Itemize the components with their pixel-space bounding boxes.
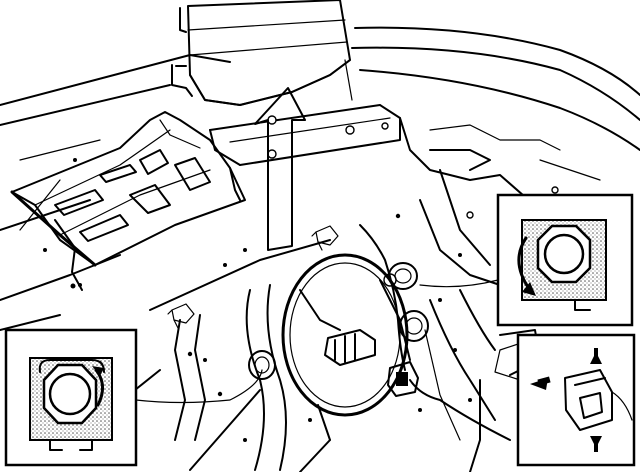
bolt-hole [466, 211, 474, 219]
bolt-hole [267, 115, 277, 125]
wiring-harness [359, 224, 511, 441]
bolt-hole [267, 149, 277, 159]
removal-arrow [254, 87, 306, 251]
connector-detail [516, 333, 636, 467]
nut-marker-left [167, 303, 195, 329]
seat-cushion [10, 111, 246, 291]
panel-holes [43, 115, 472, 442]
bolt-hole [551, 186, 559, 194]
wiring-connector [387, 361, 419, 397]
access-cover [281, 253, 411, 441]
bolt-hole [345, 125, 355, 135]
seatback [171, 0, 353, 106]
nut-detail-right [419, 193, 634, 327]
grommets [248, 262, 429, 380]
floor-panel [0, 26, 640, 472]
nut-marker-top [311, 225, 339, 251]
cross-member [209, 104, 401, 166]
nut-detail [4, 328, 263, 467]
floor-contours [174, 284, 541, 472]
bolt-hole [381, 122, 389, 130]
